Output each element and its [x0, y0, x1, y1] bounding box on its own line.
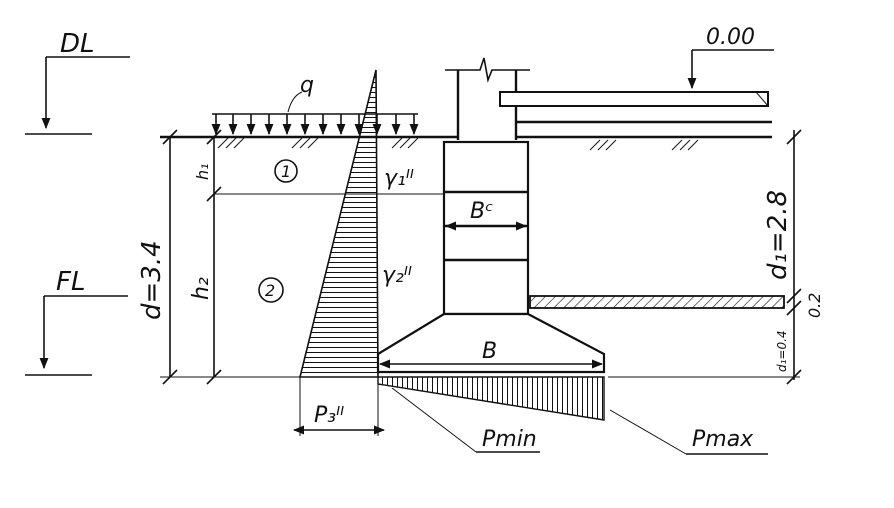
dl-level-mark: DL — [25, 29, 130, 135]
soil-hatch-left — [217, 137, 419, 149]
distributed-load-q: q — [211, 73, 419, 136]
footing-body — [376, 312, 606, 374]
soil-hatch-right — [589, 139, 699, 151]
layer-1-marker: 1 — [274, 159, 298, 183]
base-pressure-diagram: Pmin Pmax — [377, 376, 768, 455]
pmax-leader — [609, 409, 687, 455]
p3-dimension: P₃ᴵᴵ — [292, 377, 386, 436]
d1-total-label: d₁=2.8 — [763, 190, 793, 280]
layer-2-marker: 2 — [258, 277, 284, 303]
slab-hatched — [529, 295, 785, 309]
slab-label: 0.2 — [805, 293, 824, 318]
bc-label: Bᶜ — [470, 199, 493, 224]
h1-label: h₁ — [193, 163, 212, 180]
dl-label: DL — [60, 29, 95, 59]
zero-level-mark: 0.00 — [687, 25, 774, 90]
q-leader — [287, 91, 303, 113]
footing: B — [376, 312, 606, 374]
d-total-label: d=3.4 — [137, 240, 167, 320]
dim-right: d₁=2.8 0.2 d₁=0.4 — [763, 129, 824, 385]
ground-surface — [160, 135, 772, 151]
load-arrows — [211, 114, 419, 136]
pressure-triangle — [298, 69, 379, 378]
p3-label: P₃ᴵᴵ — [314, 403, 344, 428]
dim-d-total: d=3.4 — [137, 129, 178, 385]
layer1-label: 1 — [281, 162, 291, 181]
q-label: q — [300, 73, 314, 98]
base-pressure-trapezoid — [377, 376, 605, 421]
foundation-wall — [442, 140, 530, 316]
fl-level-mark: FL — [25, 267, 128, 376]
pmax-label: Pmax — [692, 427, 754, 452]
layer-boundaries — [160, 193, 800, 378]
floor-slab-beam — [499, 91, 769, 107]
soil-pressure-triangle — [298, 69, 379, 378]
layer2-label: 2 — [265, 281, 275, 300]
dim-h: h₁ h₂ — [189, 129, 222, 385]
fl-label: FL — [56, 267, 85, 297]
slab-on-grade — [529, 295, 785, 309]
d1-small-label: d₁=0.4 — [775, 330, 789, 372]
h2-label: h₂ — [189, 277, 214, 300]
b-label: B — [482, 339, 497, 364]
pmin-label: Pmin — [482, 427, 537, 452]
gamma2-label: γ₂ᴵᴵ — [382, 263, 412, 288]
pmin-leader — [391, 387, 477, 453]
floor-slab — [499, 91, 772, 124]
gamma1-label: γ₁ᴵᴵ — [384, 166, 414, 191]
column-break-line — [445, 57, 530, 83]
foundation-blocks: Bᶜ — [442, 140, 530, 316]
zero-mark-label: 0.00 — [706, 25, 755, 50]
